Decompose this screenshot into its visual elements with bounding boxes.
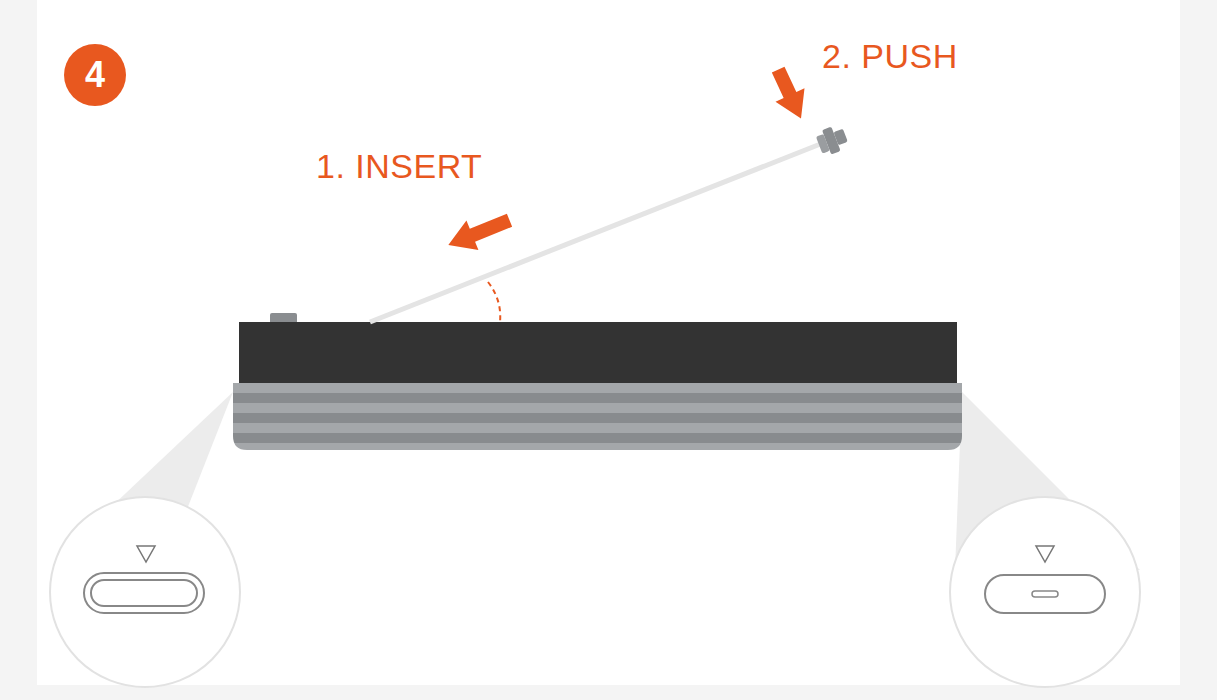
device-body	[239, 322, 957, 383]
zoom-circle	[50, 497, 240, 687]
step-label: 2. PUSH	[822, 37, 958, 76]
port-outline	[985, 575, 1105, 613]
insert-arrow	[442, 205, 515, 259]
port-outline	[84, 573, 204, 613]
step-label: 1. INSERT	[316, 147, 482, 186]
angle-arc	[488, 282, 500, 322]
push-arrow	[764, 63, 816, 125]
step-badge: 4	[64, 44, 126, 106]
port-slot	[91, 580, 197, 606]
zoom-circle	[950, 497, 1140, 687]
marker-triangle	[1036, 546, 1054, 562]
step-number: 4	[85, 54, 105, 96]
pin-cap	[814, 123, 849, 157]
marker-triangle	[137, 546, 155, 562]
pin-hole	[1032, 591, 1058, 597]
device-base	[233, 383, 962, 450]
